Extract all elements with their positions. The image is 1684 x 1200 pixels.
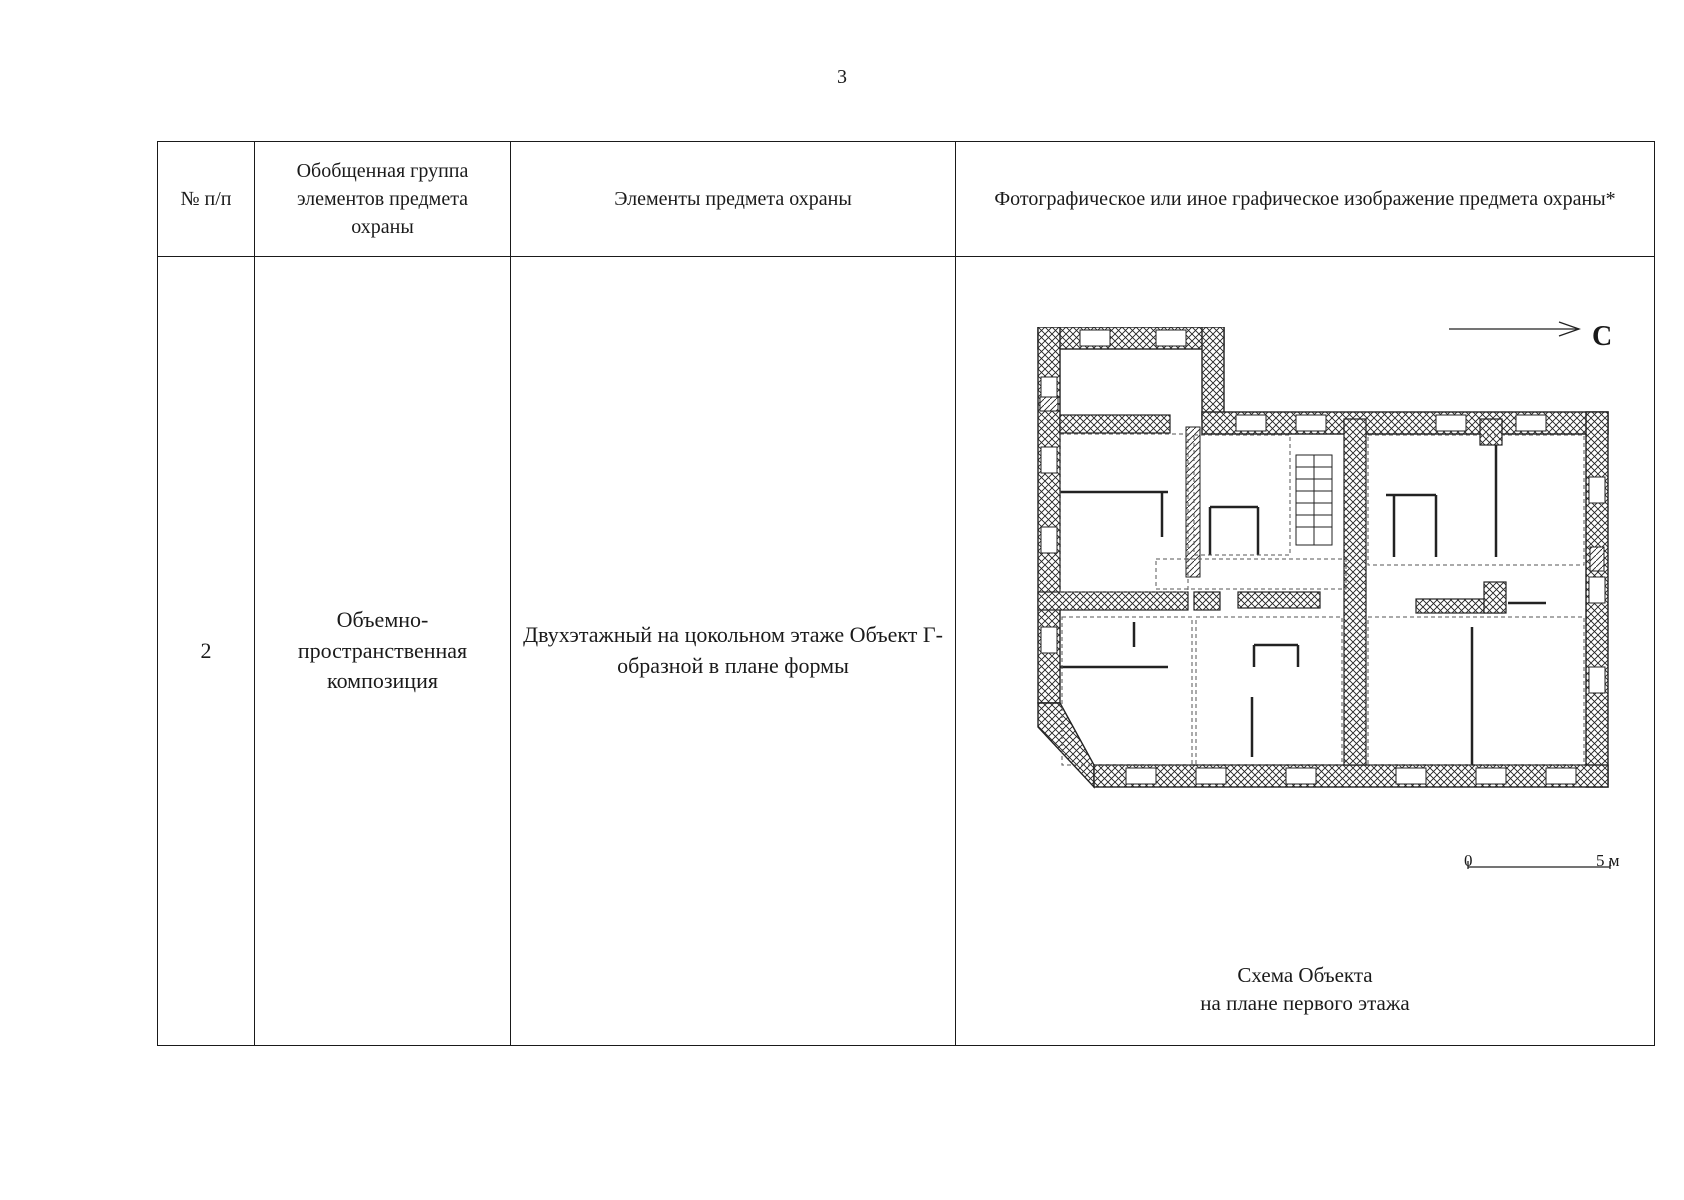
plan-caption-line1: Схема Объекта: [1237, 963, 1373, 987]
table-row: 2 Объемно-пространственная композиция Дв…: [157, 256, 1655, 1046]
protection-subject-table: № п/п Обобщенная группа элементов предме…: [157, 141, 1655, 1046]
plan-caption: Схема Объекта на плане первого этажа: [956, 961, 1654, 1018]
floor-plan-figure: С 0 5 м Схема Объекта на плане первого э…: [956, 257, 1654, 1045]
hatched-segments: [1039, 396, 1605, 578]
dashed-outlines: [1059, 433, 1585, 766]
scale-bar-icon: [1467, 861, 1611, 869]
partitions: [1060, 445, 1546, 765]
header-elements: Элементы предмета охраны: [510, 141, 956, 257]
page-number: 3: [837, 66, 847, 88]
interior-walls: [1037, 414, 1507, 766]
outer-walls: [1037, 327, 1609, 789]
table-header-row: № п/п Обобщенная группа элементов предме…: [157, 141, 1655, 257]
window-openings: [1040, 329, 1606, 785]
scale-start-label: 0: [1464, 851, 1473, 870]
row-image-cell: С 0 5 м Схема Объекта на плане первого э…: [955, 256, 1655, 1046]
floor-plan-drawing: [1037, 327, 1609, 789]
row-elements: Двухэтажный на цокольном этаже Объект Г-…: [510, 256, 956, 1046]
scale-end-label: 5 м: [1596, 851, 1620, 870]
header-image: Фотографическое или иное графическое изо…: [955, 141, 1655, 257]
staircase: [1295, 454, 1333, 546]
header-number: № п/п: [157, 141, 255, 257]
plan-caption-line2: на плане первого этажа: [1200, 991, 1410, 1016]
header-group: Обобщенная группа элементов предмета охр…: [254, 141, 511, 257]
north-arrow-icon: [1449, 321, 1581, 337]
row-group: Объемно-пространственная композиция: [254, 256, 511, 1046]
north-label: С: [1592, 321, 1613, 352]
row-number: 2: [157, 256, 255, 1046]
